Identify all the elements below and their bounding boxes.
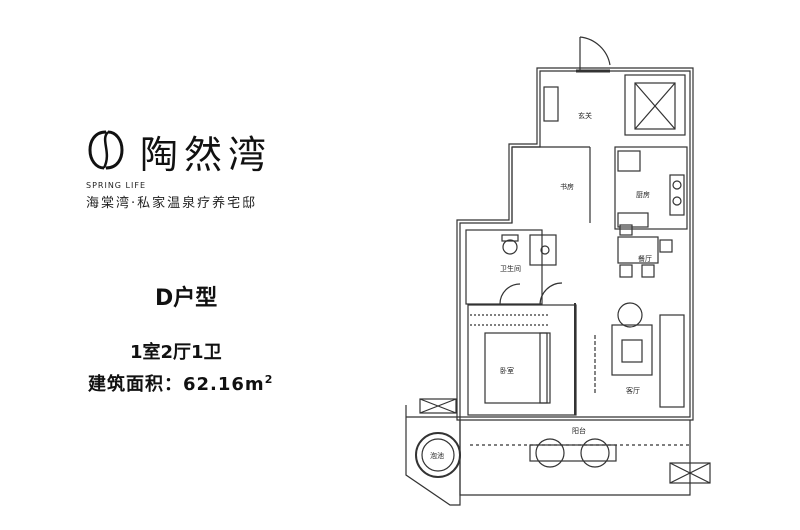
room-label-pool: 泡池 xyxy=(430,451,444,460)
brand-english-name: SPRING LIFE xyxy=(86,181,147,190)
unit-area: 建筑面积：62.16m2 xyxy=(88,370,273,396)
bathroom-walls xyxy=(465,229,543,305)
room-label-kitchen: 厨房 xyxy=(636,190,650,199)
unit-area-label: 建筑面积：62.16m xyxy=(88,374,265,395)
coffee-table xyxy=(611,324,653,376)
unit-area-sup: 2 xyxy=(264,373,274,386)
spiral-s-logo-icon xyxy=(88,130,124,170)
bedroom-walls xyxy=(467,304,577,416)
room-label-living: 客厅 xyxy=(626,386,640,395)
bed xyxy=(484,332,548,404)
room-label-study: 书房 xyxy=(560,182,574,191)
room-label-bedroom: 卧室 xyxy=(500,366,514,375)
room-label-bathroom: 卫生间 xyxy=(500,264,521,273)
unit-type-title: D户型 xyxy=(155,286,218,311)
entrance-door xyxy=(579,36,611,71)
bedroom-door xyxy=(539,282,563,306)
brand-tagline: 海棠湾·私家温泉疗养宅邸 xyxy=(86,196,258,211)
room-label-entrance: 玄关 xyxy=(578,111,592,120)
floor-plan: 玄关 书房 厨房 卫生间 餐厅 卧室 客厅 阳台 泡池 xyxy=(405,36,711,506)
pool-deck xyxy=(405,405,461,506)
kitchen-walls xyxy=(614,146,688,230)
elevator-shaft xyxy=(624,74,686,136)
unit-room-count: 1室2厅1卫 xyxy=(130,342,222,363)
ac-unit xyxy=(669,462,711,484)
plan-walls xyxy=(405,36,711,506)
room-label-dining: 餐厅 xyxy=(638,254,652,263)
dining-table xyxy=(617,236,659,264)
brand-name: 陶然湾 xyxy=(140,133,273,177)
hot-tub xyxy=(415,432,461,478)
bathroom-door xyxy=(499,283,521,305)
room-label-balcony: 阳台 xyxy=(572,426,586,435)
round-chair xyxy=(617,302,643,328)
sofa xyxy=(659,314,685,408)
